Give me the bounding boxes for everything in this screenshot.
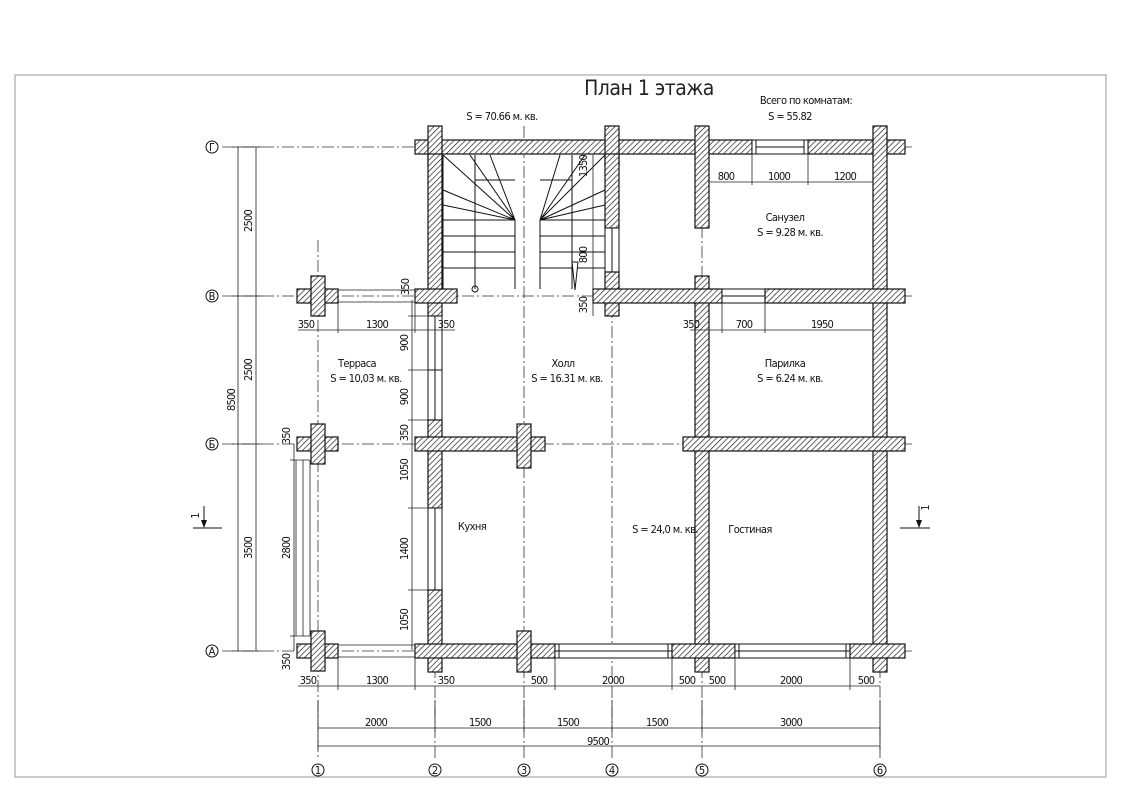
dim-text: 350 (399, 278, 412, 295)
walls (296, 125, 906, 673)
axis-label: 6 (877, 764, 883, 777)
room-name-terrace: Терраса (337, 357, 377, 370)
axis-label: 3 (521, 764, 527, 777)
dim-text: 2500 (242, 359, 255, 381)
dim-text: 2000 (602, 674, 624, 687)
dim-text: 350 (280, 427, 293, 444)
dim-text: 700 (736, 318, 753, 331)
rooms-total-value: S = 55.82 (768, 110, 812, 123)
axis-label: В (209, 290, 216, 303)
total-area: S = 70.66 м. кв. (466, 110, 538, 123)
dim-text: 1050 (398, 609, 411, 631)
axis-label: Г (209, 141, 215, 154)
dim-text: 1350 (577, 155, 590, 177)
dim-text: 900 (398, 334, 411, 351)
axis-label: 2 (432, 764, 438, 777)
dim-text: 1500 (646, 716, 668, 729)
dim-text-overall: 9500 (587, 735, 609, 748)
room-name-bathroom: Санузел (766, 211, 805, 224)
dim-text: 350 (577, 296, 590, 313)
dim-text: 500 (679, 674, 696, 687)
section-mark-right: 1 (919, 505, 932, 511)
dim-text: 350 (683, 318, 700, 331)
dim-text: 2000 (365, 716, 387, 729)
section-marks: 1 1 (189, 505, 932, 529)
room-name-living: Гостиная (728, 523, 772, 536)
axis-markers: 1 2 3 4 5 6 Г В Б А (205, 140, 887, 777)
dim-text: 500 (531, 674, 548, 687)
dim-text: 800 (577, 246, 590, 263)
dim-text: 1500 (557, 716, 579, 729)
dim-text: 1950 (811, 318, 833, 331)
dim-text: 350 (300, 674, 317, 687)
room-name-hall: Холл (551, 357, 574, 370)
dim-text: 1400 (398, 538, 411, 560)
staircase (442, 154, 606, 293)
dimension-lines (232, 146, 881, 750)
axis-label: А (209, 645, 216, 658)
dim-text: 1300 (366, 318, 388, 331)
room-area-terrace: S = 10,03 м. кв. (330, 372, 402, 385)
dim-text: 2000 (780, 674, 802, 687)
dim-text: 8500 (225, 389, 238, 411)
dimension-labels: 800 1000 1200 1350 800 350 350 350 1300 … (225, 155, 876, 748)
axis-label: 4 (609, 764, 615, 777)
room-area-bathroom: S = 9.28 м. кв. (757, 226, 823, 239)
dim-text: 800 (718, 170, 735, 183)
room-area-hall: S = 16.31 м. кв. (531, 372, 603, 385)
dim-text: 900 (398, 388, 411, 405)
dim-text: 1500 (469, 716, 491, 729)
dim-text: 2800 (280, 537, 293, 559)
plan-title: План 1 этажа (584, 76, 714, 100)
room-name-sauna: Парилка (765, 357, 806, 370)
dim-text: 1300 (366, 674, 388, 687)
room-area-sauna: S = 6.24 м. кв. (757, 372, 823, 385)
dim-text: 2500 (242, 210, 255, 232)
section-mark-left: 1 (189, 513, 202, 519)
dim-text: 500 (709, 674, 726, 687)
axis-label: Б (209, 438, 216, 451)
dim-text: 1000 (768, 170, 790, 183)
dim-text: 3500 (242, 537, 255, 559)
axis-label: 1 (315, 764, 321, 777)
dim-text: 350 (438, 674, 455, 687)
dim-text: 350 (280, 653, 293, 670)
dim-text: 350 (438, 318, 455, 331)
dim-text: 3000 (780, 716, 802, 729)
room-name-kitchen: Кухня (458, 520, 487, 533)
room-area-living: S = 24,0 м. кв. (632, 523, 698, 536)
axis-label: 5 (699, 764, 705, 777)
dim-text: 500 (858, 674, 875, 687)
dim-text: 350 (398, 424, 411, 441)
dim-text: 1050 (398, 459, 411, 481)
drawing-frame (14, 74, 1107, 778)
dim-text: 350 (298, 318, 315, 331)
dim-text: 1200 (834, 170, 856, 183)
rooms-total-label: Всего по комнатам: (760, 94, 853, 107)
room-labels: Терраса S = 10,03 м. кв. Холл S = 16.31 … (330, 211, 824, 536)
